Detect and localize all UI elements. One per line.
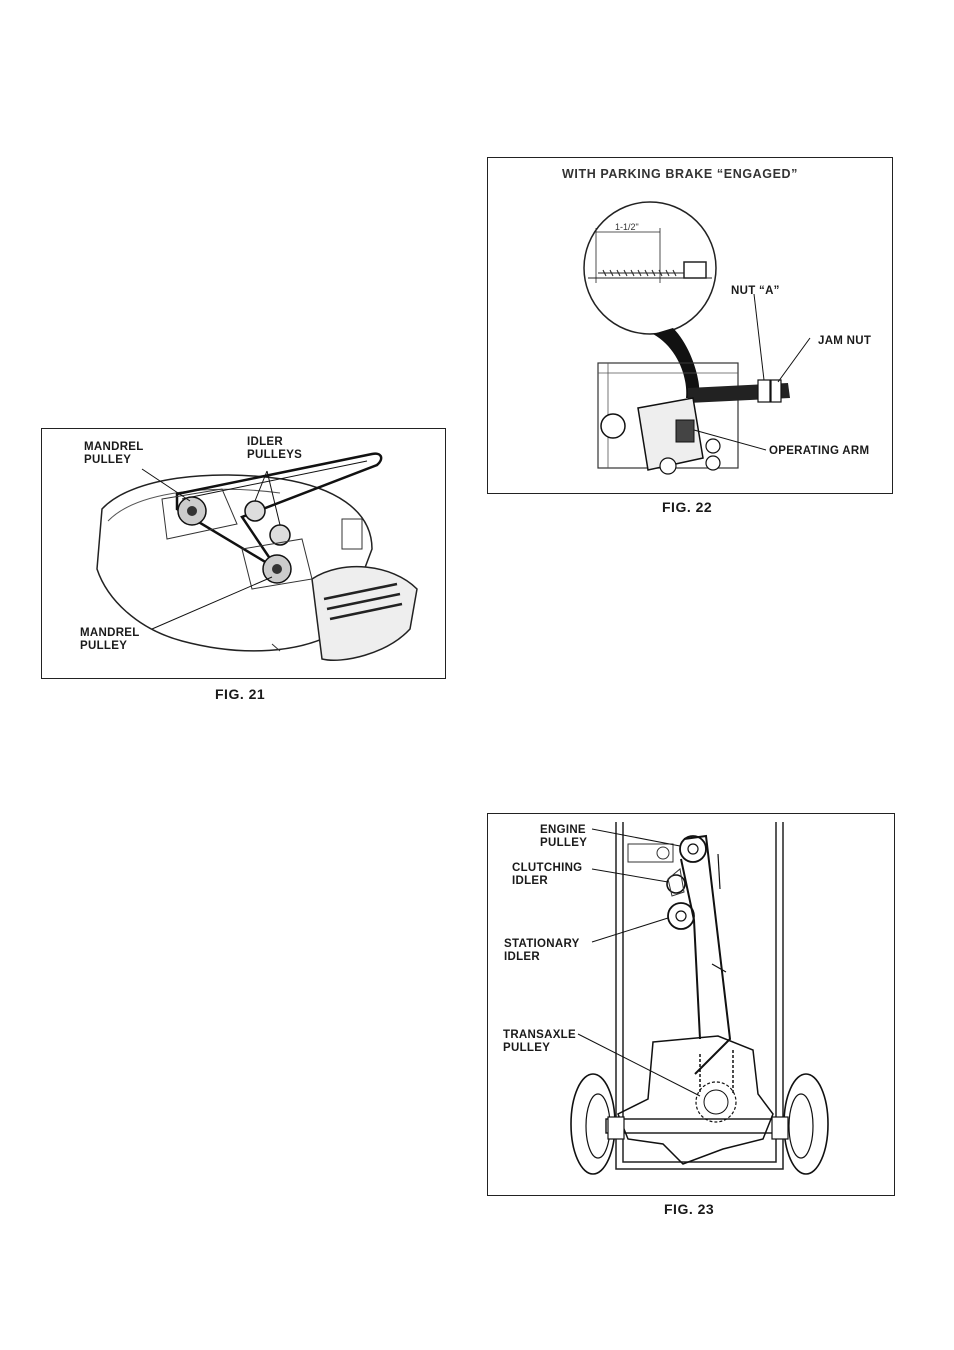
fig22-title: WITH PARKING BRAKE “ENGAGED”	[562, 167, 798, 181]
fig21-frame: MANDREL PULLEY IDLER PULLEYS MANDREL PUL…	[41, 428, 446, 679]
label-clutching-idler: CLUTCHING IDLER	[512, 862, 582, 888]
label-engine-pulley: ENGINE PULLEY	[540, 824, 587, 850]
fig23-caption: FIG. 23	[664, 1201, 714, 1217]
label-jam-nut: JAM NUT	[818, 335, 871, 348]
fig22-caption: FIG. 22	[662, 499, 712, 515]
jam-nut-shape	[771, 380, 781, 402]
nut-a-shape	[758, 380, 770, 402]
dimension-label: 1-1/2"	[615, 222, 639, 232]
operating-arm-shape	[676, 420, 694, 442]
idler-pulley-1-shape	[245, 501, 265, 521]
label-stationary-idler: STATIONARY IDLER	[504, 938, 580, 964]
label-transaxle-pulley: TRANSAXLE PULLEY	[503, 1029, 576, 1055]
label-operating-arm: OPERATING ARM	[769, 445, 869, 458]
transaxle-housing	[618, 1036, 773, 1164]
label-nut-a: NUT “A”	[731, 285, 780, 298]
transaxle-pulley-shape	[696, 1082, 736, 1122]
label-mandrel-pulley-bottom: MANDREL PULLEY	[80, 627, 140, 653]
parking-brake-drawing	[488, 158, 892, 493]
fig22-frame: WITH PARKING BRAKE “ENGAGED” 1-1/2" NUT …	[487, 157, 893, 494]
right-wheel	[784, 1074, 828, 1174]
fig21-caption: FIG. 21	[215, 686, 265, 702]
label-idler-pulleys: IDLER PULLEYS	[247, 436, 302, 462]
fig23-frame: ENGINE PULLEY CLUTCHING IDLER STATIONARY…	[487, 813, 895, 1196]
label-mandrel-pulley-top: MANDREL PULLEY	[84, 441, 144, 467]
